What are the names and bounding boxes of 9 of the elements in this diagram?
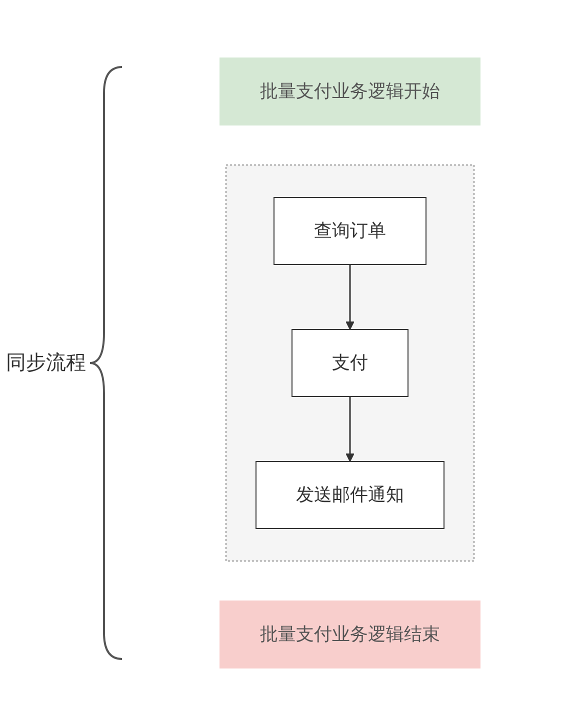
node-box: 批量支付业务逻辑开始 (220, 57, 480, 125)
arrow (346, 396, 354, 462)
node-box: 批量支付业务逻辑结束 (220, 600, 480, 668)
cluster (226, 164, 474, 561)
node-box: 查询订单 (274, 196, 426, 264)
node-box: 发送邮件通知 (256, 460, 444, 528)
arrow (346, 264, 354, 330)
node-box: 支付 (292, 328, 408, 396)
group-label: 同步流程 (6, 350, 86, 374)
